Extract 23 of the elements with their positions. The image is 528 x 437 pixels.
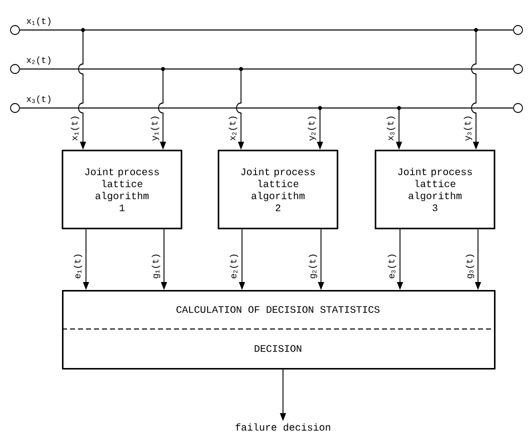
edge-label: y$_{1}$(t) <box>150 114 160 142</box>
edge-label: g$_{2}$(t) <box>308 252 318 280</box>
process-box: Joint process lattice algorithm 2 <box>218 150 338 230</box>
edge-label: y$_{2}$(t) <box>307 114 317 142</box>
edge-label: e$_{3}$(t) <box>387 252 397 280</box>
edge-label: x$_{1}$(t) <box>70 114 80 142</box>
edge-label: y$_{3}$(t) <box>463 114 473 142</box>
signal-label: x$_{3}$(t) <box>26 95 50 104</box>
terminal-circle <box>513 25 523 35</box>
signal-label: x$_{2}$(t) <box>26 56 50 65</box>
edge-label: x$_{3}$(t) <box>386 114 396 142</box>
edge-label: e$_{1}$(t) <box>73 252 83 280</box>
decision-box: CALCULATION OF DECISION STATISTICS DECISION <box>62 290 496 370</box>
edge-label: e$_{2}$(t) <box>229 252 239 280</box>
edge-label: g$_{3}$(t) <box>465 252 475 280</box>
process-box: Joint process lattice algorithm 1 <box>62 150 182 230</box>
terminal-circle <box>513 103 523 113</box>
output-label: failure decision <box>236 423 330 431</box>
signal-label: x$_{1}$(t) <box>26 17 50 26</box>
terminal-circle <box>513 64 523 74</box>
process-box: Joint process lattice algorithm 3 <box>374 150 496 230</box>
edge-label: x$_{2}$(t) <box>228 114 238 142</box>
edge-label: g$_{1}$(t) <box>151 252 161 280</box>
